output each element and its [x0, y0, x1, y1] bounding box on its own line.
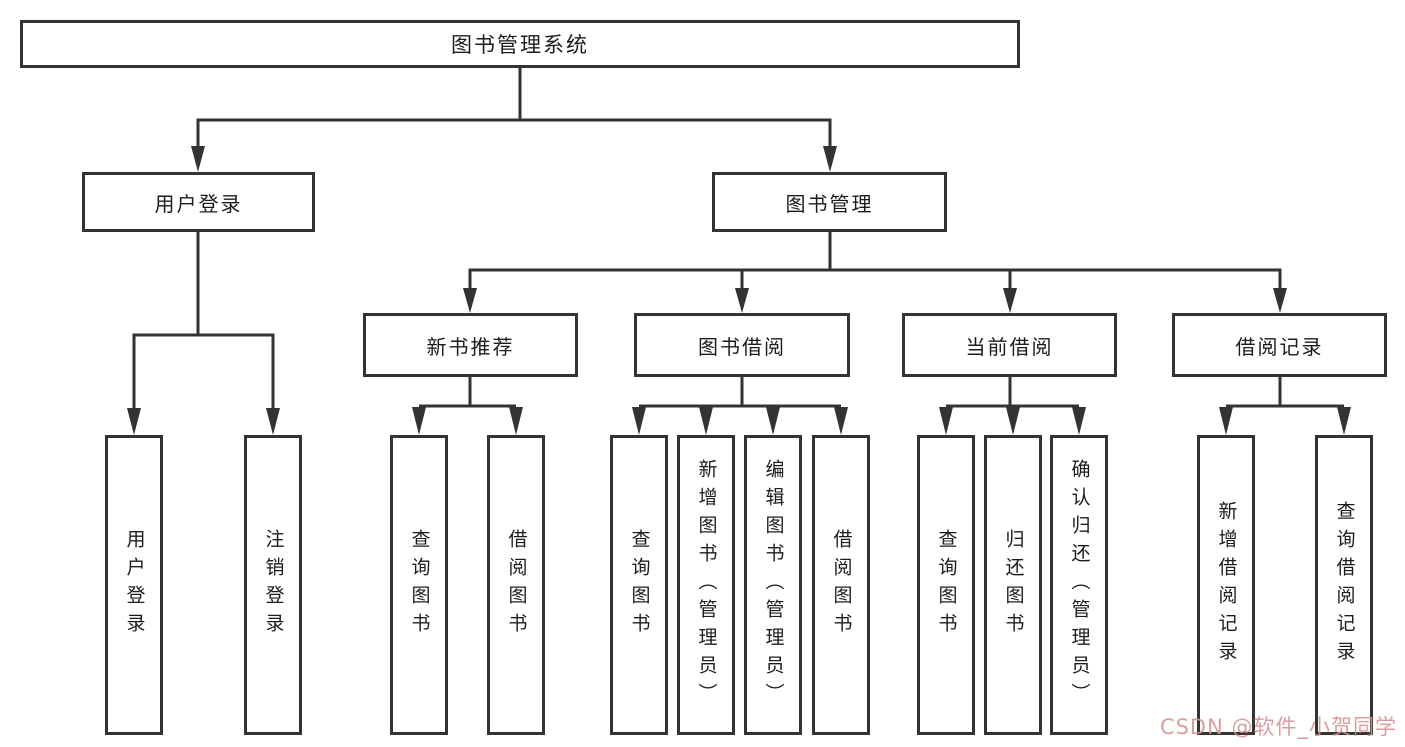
node-new-book-recommend: 新书推荐 [363, 313, 578, 377]
node-book-management: 图书管理 [712, 172, 947, 232]
leaf-borrow-borrow-book: 借阅图书 [812, 435, 870, 735]
leaf-current-query-book: 查询图书 [917, 435, 975, 735]
leaf-borrow-add-book-admin: 新增图书（管理员） [677, 435, 735, 735]
leaf-records-query-record: 查询借阅记录 [1315, 435, 1373, 735]
node-book-borrow: 图书借阅 [634, 313, 850, 377]
leaf-current-return-book: 归还图书 [984, 435, 1042, 735]
node-user-login: 用户登录 [82, 172, 315, 232]
leaf-recommend-query-book: 查询图书 [390, 435, 448, 735]
node-borrow-records: 借阅记录 [1172, 313, 1387, 377]
node-system-root: 图书管理系统 [20, 20, 1020, 68]
leaf-recommend-borrow-book: 借阅图书 [487, 435, 545, 735]
csdn-watermark: CSDN @软件_小贺同学 [1159, 715, 1397, 739]
leaf-user-login: 用户登录 [105, 435, 163, 735]
leaf-records-add-record: 新增借阅记录 [1197, 435, 1255, 735]
leaf-current-confirm-return-admin: 确认归还（管理员） [1050, 435, 1108, 735]
leaf-logout: 注销登录 [244, 435, 302, 735]
leaf-borrow-query-book: 查询图书 [610, 435, 668, 735]
node-current-borrow: 当前借阅 [902, 313, 1117, 377]
leaf-borrow-edit-book-admin: 编辑图书（管理员） [744, 435, 802, 735]
